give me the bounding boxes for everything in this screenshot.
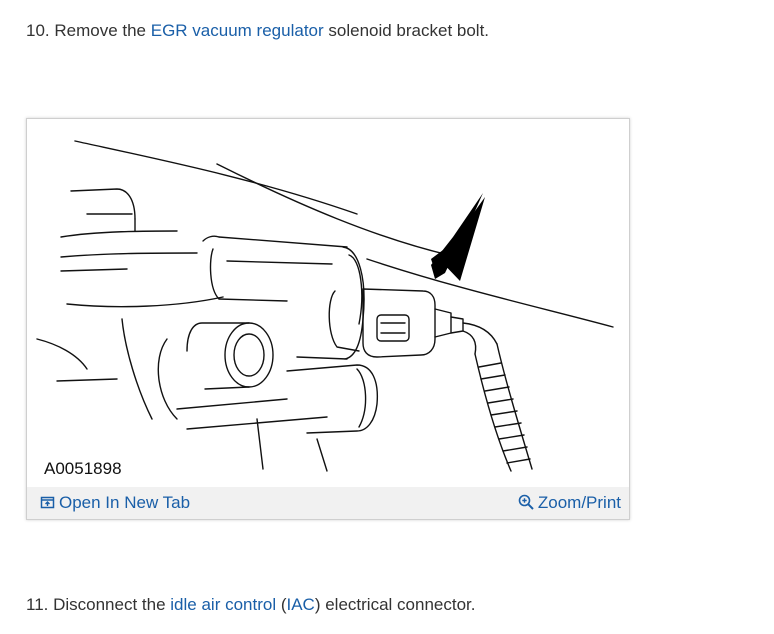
egr-solenoid-diagram[interactable] [27, 119, 629, 487]
step-11-text: 11. Disconnect the idle air control (IAC… [26, 594, 475, 616]
step-11-suffix: ) electrical connector. [314, 595, 476, 614]
step-11-paren-open: ( [276, 595, 287, 614]
idle-air-control-link[interactable]: idle air control [170, 595, 277, 614]
figure-id-label: A0051898 [44, 459, 122, 478]
figure-toolbar: Open In New Tab Zoom/Print [27, 487, 629, 519]
step-11-prefix: 11. Disconnect the [26, 595, 171, 614]
zoom-print-label: Zoom/Print [537, 493, 621, 512]
open-in-new-tab-label: Open In New Tab [59, 493, 191, 512]
step-10-prefix: 10. Remove the [26, 21, 151, 40]
zoom-magnifier-icon [518, 494, 534, 510]
open-in-new-tab-link[interactable]: Open In New Tab [40, 493, 190, 513]
iac-link[interactable]: IAC [286, 595, 315, 614]
open-in-new-tab-icon [40, 496, 55, 509]
step-10-text: 10. Remove the EGR vacuum regulator sole… [26, 20, 489, 42]
diagram-figure: A0051898 Open In New Tab Zoom/Print [26, 118, 630, 520]
step-10-suffix: solenoid bracket bolt. [323, 21, 490, 40]
egr-vacuum-regulator-link[interactable]: EGR vacuum regulator [150, 21, 324, 40]
zoom-print-link[interactable]: Zoom/Print [518, 493, 621, 513]
